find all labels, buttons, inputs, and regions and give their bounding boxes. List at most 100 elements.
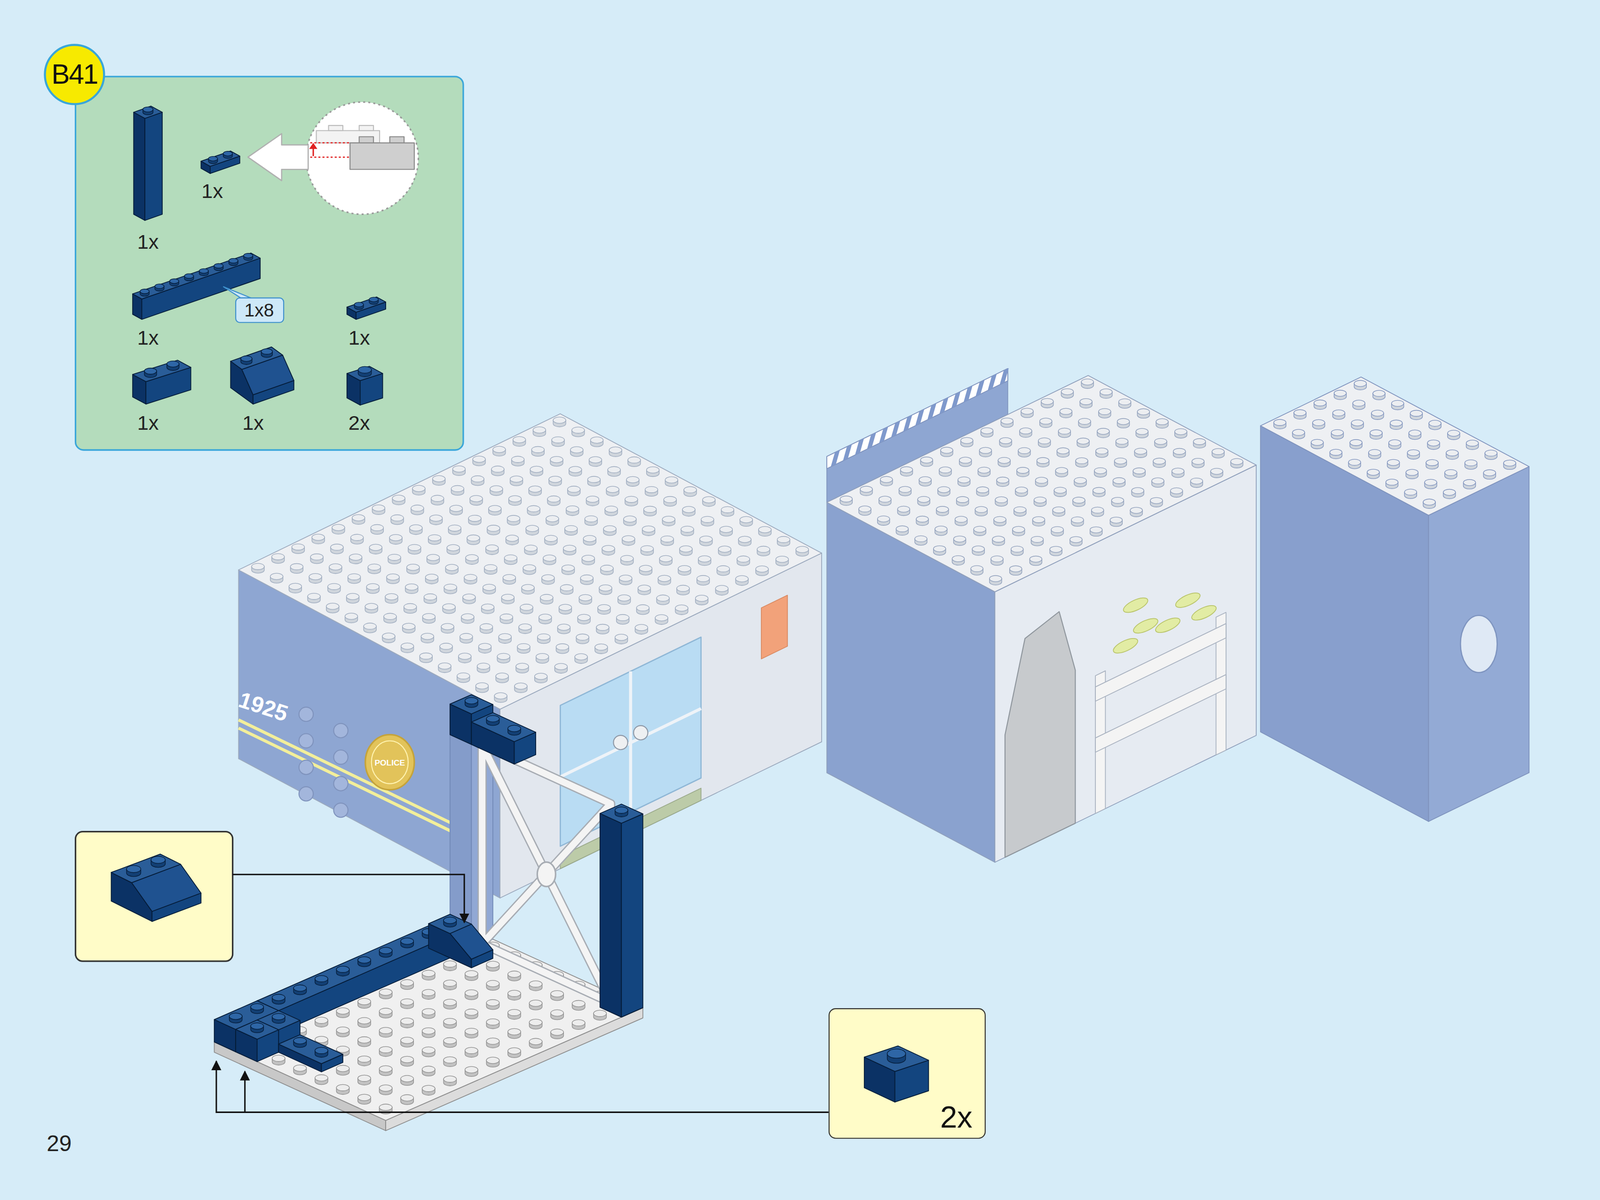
stud-top [1292, 429, 1305, 436]
stud-top [1079, 398, 1093, 405]
stud-top [1056, 447, 1070, 454]
stud-top [990, 555, 1004, 563]
pointer-arrow [247, 133, 309, 181]
stud-top [199, 268, 209, 274]
stud-top [699, 536, 713, 543]
stud-top [576, 633, 589, 641]
stud-top [126, 865, 141, 873]
brick-face [235, 1020, 279, 1040]
stud-top [1015, 487, 1028, 494]
stud-top [349, 554, 363, 561]
stud-top [599, 585, 612, 592]
stud-top [1030, 536, 1044, 543]
stud-top [1370, 429, 1383, 436]
stud-top [735, 575, 749, 582]
stud-top [877, 515, 890, 523]
stud-top [465, 1066, 478, 1074]
stud-top [1021, 408, 1034, 415]
stud-top [469, 495, 483, 502]
stud-top [1174, 428, 1188, 436]
stud-top [1055, 467, 1068, 474]
stud-top [382, 633, 396, 640]
stud-top [1348, 459, 1361, 466]
stud-top [270, 573, 284, 580]
stud-top [472, 456, 486, 463]
stud-top [1038, 437, 1051, 444]
stud-top [491, 466, 505, 473]
stud-top [993, 516, 1006, 523]
hazard-stripe [879, 426, 888, 444]
stud-top [358, 366, 372, 373]
stud-top [357, 1056, 371, 1063]
stud-top [400, 938, 414, 945]
stud-top [1407, 449, 1420, 456]
part-count: 2x [940, 1100, 973, 1135]
stud-top [1153, 458, 1166, 465]
stud-top [860, 486, 873, 493]
hazard-stripe [975, 380, 985, 397]
rivet [299, 707, 314, 722]
stud-top [487, 525, 500, 532]
stud-top [1029, 556, 1042, 563]
stud-top [411, 505, 424, 512]
stud-top [144, 368, 157, 375]
stud-top [507, 990, 521, 998]
stud-top [620, 555, 634, 562]
stud-top [544, 535, 558, 542]
stud-top [887, 1049, 906, 1059]
stud-top [1009, 565, 1022, 572]
stud-top [1095, 448, 1109, 455]
stud-top [665, 476, 678, 484]
stud-top [364, 603, 378, 610]
stud-top [290, 563, 303, 570]
brick-face [450, 694, 493, 714]
stud-top [514, 682, 528, 690]
stud-top [659, 555, 673, 562]
stud-top [1032, 516, 1045, 523]
stud-top [593, 1010, 607, 1017]
stud-top [488, 505, 502, 512]
stud-top [1039, 418, 1053, 425]
stud-top [208, 156, 218, 162]
stud-top [1156, 418, 1169, 425]
stud-top [336, 966, 349, 974]
stud-top [250, 1003, 264, 1011]
part-count: 1x [201, 180, 223, 201]
stud-top [240, 356, 253, 362]
stud-top [951, 555, 965, 563]
stud-top [336, 1084, 349, 1092]
stud-top [937, 486, 951, 493]
stud-top [1503, 459, 1516, 467]
stud-top [370, 524, 384, 531]
brick-face [230, 347, 283, 370]
stud-top [1390, 419, 1403, 427]
stud-top [1074, 477, 1087, 484]
magnifier-circle [306, 102, 419, 215]
stud-top [736, 555, 750, 563]
stud-top [1137, 408, 1150, 415]
stud-top [1311, 439, 1324, 446]
stud-top [504, 554, 517, 562]
stud-top [184, 273, 194, 279]
stud-top [250, 1022, 264, 1030]
stud-top [400, 1075, 414, 1083]
stud-top [1443, 489, 1456, 496]
stud-top [676, 585, 690, 592]
stud-top [428, 534, 442, 541]
stud-top [315, 1047, 328, 1054]
stud-top [880, 476, 893, 483]
stud-top [446, 544, 460, 551]
stud-top [422, 989, 436, 997]
brick-face [278, 1034, 343, 1064]
stud-top [1041, 398, 1054, 405]
stud-top [551, 436, 565, 444]
stud-top [486, 1057, 500, 1064]
stud-top [311, 534, 325, 541]
rivet [299, 786, 314, 801]
stud-top [1371, 410, 1384, 417]
stud-top [1011, 546, 1024, 553]
brick-face [621, 814, 643, 1018]
brick-face [133, 106, 163, 119]
stud-top [1172, 467, 1185, 475]
length-tag [235, 298, 284, 323]
